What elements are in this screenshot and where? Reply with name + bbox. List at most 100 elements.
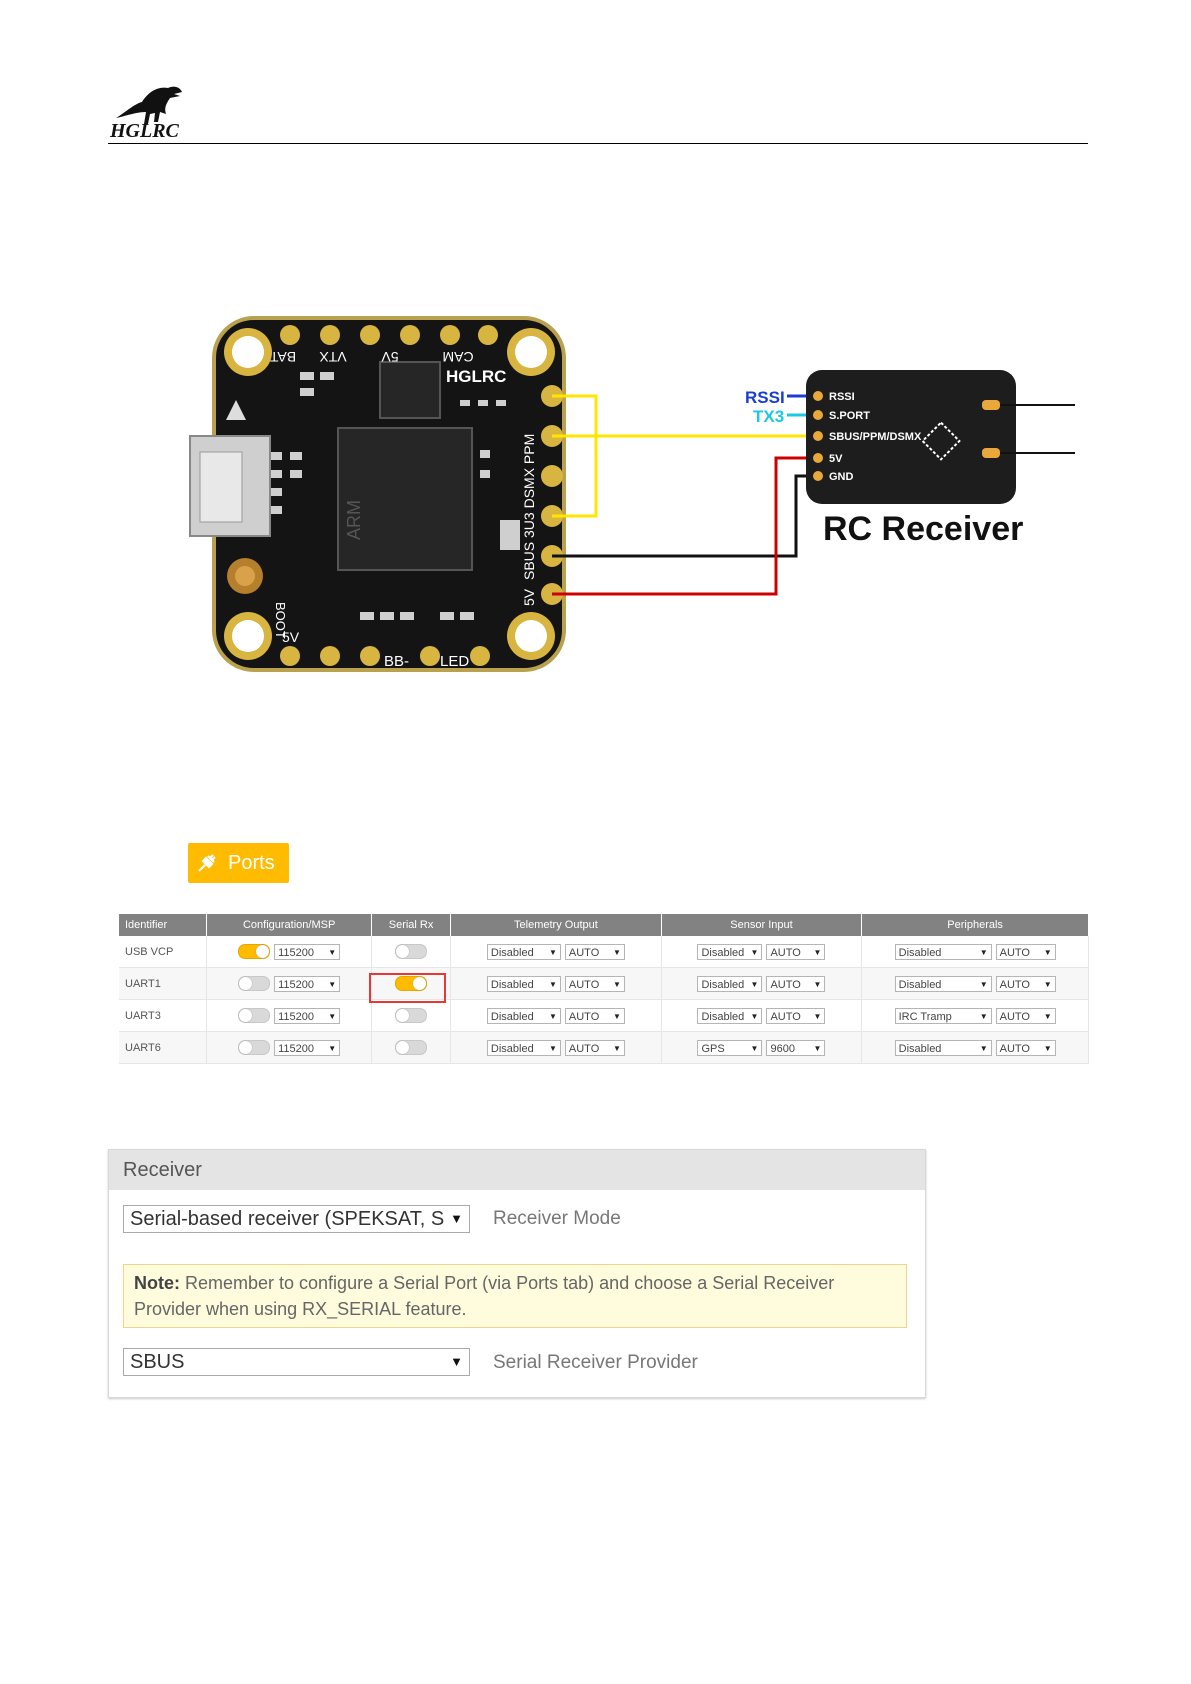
rx-pin-rssi: RSSI <box>829 391 855 403</box>
sensor-baud-select[interactable]: AUTO <box>766 943 826 961</box>
sensor-select[interactable]: Disabled <box>697 975 763 993</box>
rc-receiver: RSSI S.PORT SBUS/PPM/DSMX 5V GND <box>806 370 1075 504</box>
telemetry-select[interactable]: Disabled <box>486 1007 561 1025</box>
telemetry-baud-select[interactable]: AUTO <box>564 1007 625 1025</box>
rx-pin-gnd: GND <box>829 471 854 483</box>
hglrc-dino-logo-icon <box>116 86 182 124</box>
wiring-diagram: ARM BAT VTX 5V CAM HGLRC SBUS 3U3 DSMX P… <box>189 316 1075 672</box>
serial-rx-cell <box>371 936 452 968</box>
sensor-select[interactable]: Disabled <box>697 1007 763 1025</box>
serial-rx-toggle[interactable] <box>395 944 428 959</box>
fc-label-bat: BAT <box>269 349 296 365</box>
telemetry-baud-select[interactable]: AUTO <box>564 1039 625 1057</box>
receiver-panel-title: Receiver <box>123 1159 202 1181</box>
fc-label-brand: HGLRC <box>446 367 506 386</box>
5v-wire <box>552 456 817 596</box>
fc-label-bb: BB- <box>384 653 409 670</box>
header-divider <box>108 143 1088 144</box>
antenna-connector-icon <box>982 400 1075 410</box>
table-row: UART6 115200 DisabledAUTO GPS9600 Disabl… <box>119 1031 1089 1064</box>
peripherals-baud-select[interactable]: AUTO <box>995 1039 1056 1057</box>
msp-toggle[interactable] <box>238 1008 271 1023</box>
rx-pin-sbus: SBUS/PPM/DSMX <box>829 431 922 443</box>
serial-receiver-provider-label: Serial Receiver Provider <box>493 1352 698 1373</box>
telemetry-baud-select[interactable]: AUTO <box>564 975 625 993</box>
fc-label-cam: CAM <box>442 349 473 365</box>
msp-toggle[interactable] <box>238 976 271 991</box>
sensor-baud-select[interactable]: AUTO <box>766 975 826 993</box>
peripherals-baud-select[interactable]: AUTO <box>995 1007 1056 1025</box>
tab-ports[interactable]: Ports <box>188 843 289 883</box>
sensor-select[interactable]: Disabled <box>697 943 763 961</box>
serial-rx-toggle[interactable] <box>395 1040 428 1055</box>
msp-toggle[interactable] <box>238 944 271 959</box>
msp-baud-select[interactable]: 115200 <box>274 1007 341 1025</box>
msp-baud-select[interactable]: 115200 <box>274 1039 341 1057</box>
fc-label-pads: SBUS 3U3 DSMX PPM <box>521 434 537 580</box>
rx-pin-5v: 5V <box>829 453 843 465</box>
msp-cell: 115200 <box>206 967 372 1000</box>
receiver-title-label: RC Receiver <box>823 510 1023 548</box>
msp-toggle[interactable] <box>238 1040 271 1055</box>
msp-baud-select[interactable]: 115200 <box>274 975 341 993</box>
serial-rx-toggle[interactable] <box>395 1008 428 1023</box>
telemetry-baud-select[interactable]: AUTO <box>564 943 625 961</box>
serial-rx-cell <box>371 1031 452 1064</box>
note-text: Remember to configure a Serial Port (via… <box>134 1273 835 1319</box>
ports-table: Identifier Configuration/MSP Serial Rx T… <box>119 914 1089 1064</box>
telemetry-cell: DisabledAUTO <box>450 967 662 1000</box>
fc-label-vtx: VTX <box>319 349 347 365</box>
table-row: UART1 115200 DisabledAUTO DisabledAUTO D… <box>119 967 1089 1000</box>
ports-table-header: Identifier Configuration/MSP Serial Rx T… <box>119 914 1089 936</box>
fc-label-boot: BOOT <box>273 602 288 639</box>
rx-pin-sport: S.PORT <box>829 410 870 422</box>
peripherals-cell: DisabledAUTO <box>861 936 1089 968</box>
peripherals-select[interactable]: Disabled <box>894 975 992 993</box>
yellow-wires <box>552 394 817 518</box>
bind-button-icon <box>921 421 961 461</box>
sensor-cell: DisabledAUTO <box>661 999 863 1032</box>
telemetry-cell: DisabledAUTO <box>450 936 662 968</box>
telemetry-cell: DisabledAUTO <box>450 999 662 1032</box>
receiver-mode-select[interactable]: Serial-based receiver (SPEKSAT, S <box>123 1205 470 1233</box>
fc-label-5v: 5V <box>282 629 300 645</box>
serial-rx-highlight-box <box>369 973 446 1003</box>
table-row: UART3 115200 DisabledAUTO DisabledAUTO I… <box>119 999 1089 1032</box>
col-configuration-msp: Configuration/MSP <box>206 914 372 936</box>
peripherals-baud-select[interactable]: AUTO <box>995 975 1056 993</box>
port-identifier: UART3 <box>119 999 208 1032</box>
note-prefix: Note: <box>134 1273 180 1293</box>
peripherals-cell: DisabledAUTO <box>861 1031 1089 1064</box>
telemetry-cell: DisabledAUTO <box>450 1031 662 1064</box>
msp-cell: 115200 <box>206 1031 372 1064</box>
fc-label-pad-5v: 5V <box>521 588 537 606</box>
table-row: USB VCP 115200 DisabledAUTO DisabledAUTO… <box>119 936 1089 968</box>
port-identifier: UART1 <box>119 967 208 1000</box>
receiver-mode-label: Receiver Mode <box>493 1208 621 1229</box>
peripherals-select[interactable]: Disabled <box>894 1039 992 1057</box>
receiver-note: Note: Remember to configure a Serial Por… <box>123 1264 907 1328</box>
receiver-panel: Receiver Serial-based receiver (SPEKSAT,… <box>108 1149 926 1398</box>
serial-rx-cell <box>371 999 452 1032</box>
peripherals-baud-select[interactable]: AUTO <box>995 943 1056 961</box>
sensor-cell: DisabledAUTO <box>661 967 863 1000</box>
serial-receiver-provider-select[interactable]: SBUS <box>123 1348 470 1376</box>
peripherals-select[interactable]: IRC Tramp <box>894 1007 992 1025</box>
telemetry-select[interactable]: Disabled <box>486 975 561 993</box>
serial-rx-toggle[interactable] <box>395 976 428 991</box>
sensor-baud-select[interactable]: AUTO <box>766 1007 826 1025</box>
sensor-select[interactable]: GPS <box>697 1039 763 1057</box>
fc-label-led: LED <box>440 653 469 670</box>
flight-controller-board: ARM BAT VTX 5V CAM HGLRC SBUS 3U3 DSMX P… <box>189 316 566 672</box>
svg-text:ARM: ARM <box>344 500 364 540</box>
msp-cell: 115200 <box>206 936 372 968</box>
col-identifier: Identifier <box>119 914 208 936</box>
sensor-baud-select[interactable]: 9600 <box>766 1039 826 1057</box>
peripherals-select[interactable]: Disabled <box>894 943 992 961</box>
telemetry-select[interactable]: Disabled <box>486 943 561 961</box>
peripherals-cell: DisabledAUTO <box>861 967 1089 1000</box>
msp-cell: 115200 <box>206 999 372 1032</box>
sensor-cell: DisabledAUTO <box>661 936 863 968</box>
telemetry-select[interactable]: Disabled <box>486 1039 561 1057</box>
msp-baud-select[interactable]: 115200 <box>274 943 341 961</box>
